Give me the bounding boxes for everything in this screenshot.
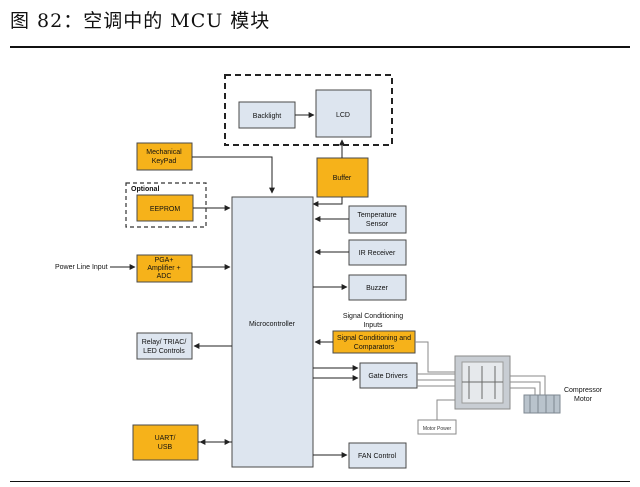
title-rule [10, 46, 630, 48]
gate-drivers-block [359, 362, 418, 389]
mechanical-keypad-label-1: Mechanical [146, 149, 182, 156]
relay-label-2: LED Controls [143, 348, 185, 355]
signal-conditioning-label-1: Signal Conditioning and [337, 335, 411, 342]
inverter-to-motor-line-1 [510, 375, 546, 395]
temperature-sensor-label-2: Sensor [366, 221, 389, 228]
microcontroller-block [231, 196, 314, 468]
eeprom-label: EEPROM [150, 206, 181, 213]
inverter-to-motor-line-3 [510, 387, 536, 395]
mcu-to-buffer-line [312, 197, 343, 207]
lcd-block [315, 89, 372, 138]
pga-label-2: Amplifier + [147, 265, 180, 272]
buzzer-block [348, 274, 407, 301]
keypad-to-mcu-arrow [192, 156, 275, 194]
mechanical-keypad-label-2: KeyPad [152, 158, 177, 165]
compressor-motor-graphic [523, 394, 561, 414]
microcontroller-label: Microcontroller [249, 321, 296, 328]
pga-label-3: ADC [157, 273, 172, 280]
fan-control-block [348, 442, 407, 469]
motor-power-label: Motor Power [423, 426, 452, 432]
eeprom-block [136, 194, 194, 222]
uart-usb-block [132, 424, 199, 461]
relay-block [136, 332, 193, 360]
uart-usb-label-1: UART/ [155, 435, 176, 442]
signal-conditioning-inputs-label-2: Inputs [363, 322, 383, 329]
ir-receiver-label: IR Receiver [359, 250, 396, 257]
bottom-rule [10, 481, 630, 482]
signal-feedback-line [415, 341, 455, 373]
relay-label-1: Relay/ TRIAC/ [142, 339, 187, 346]
backlight-block [238, 101, 296, 129]
figure-title: 图 82：空调中的 MCU 模块 [10, 10, 271, 32]
temperature-sensor-block [348, 205, 407, 234]
lcd-label: LCD [336, 112, 350, 119]
signal-conditioning-inputs-label-1: Signal Conditioning [343, 313, 403, 320]
signal-conditioning-label-2: Comparators [354, 344, 395, 351]
pga-block [136, 254, 193, 283]
power-line-input-label: Power Line Input [55, 264, 108, 271]
inverter-to-motor-line-2 [510, 381, 541, 395]
motor-power-line [436, 399, 455, 420]
optional-group-outline [125, 182, 207, 228]
mechanical-keypad-block [136, 142, 193, 171]
backlight-label: Backlight [253, 113, 281, 120]
fan-control-label: FAN Control [358, 453, 397, 460]
compressor-motor-label-2: Motor [574, 396, 593, 403]
pga-label-1: PGA+ [155, 257, 174, 264]
buzzer-label: Buzzer [366, 285, 388, 292]
temperature-sensor-label-1: Temperature [357, 212, 396, 219]
compressor-motor-label-1: Compressor [564, 387, 603, 394]
gate-drivers-label: Gate Drivers [368, 373, 408, 380]
inverter-switches [462, 366, 503, 399]
uart-usb-label-2: USB [158, 444, 173, 451]
optional-label: Optional [131, 186, 159, 193]
display-group-outline [224, 74, 393, 146]
buffer-label: Buffer [333, 175, 352, 182]
